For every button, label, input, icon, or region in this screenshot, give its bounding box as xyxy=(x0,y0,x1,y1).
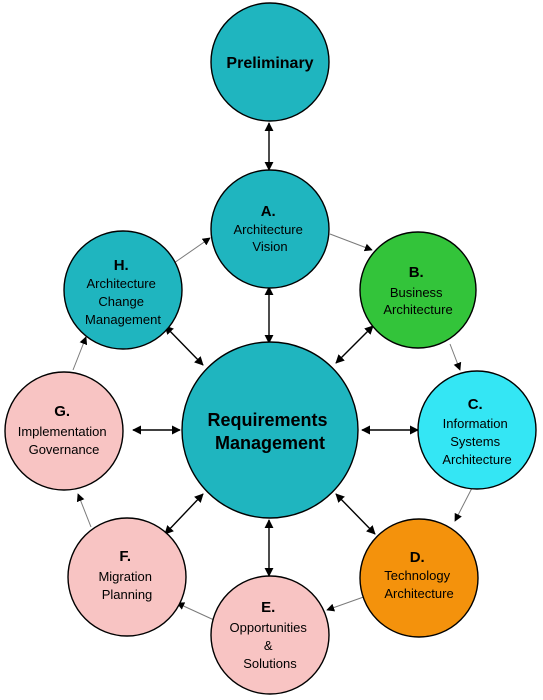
node-f-letter: F. xyxy=(119,548,131,565)
node-requirements-line-2: Management xyxy=(215,433,325,453)
node-g-line-2: Governance xyxy=(29,442,100,457)
node-preliminary: Preliminary xyxy=(210,2,330,122)
node-d-line-2: Architecture xyxy=(384,586,453,601)
node-e-line-1: Opportunities xyxy=(230,620,308,635)
connector-c-to-d xyxy=(454,487,473,522)
connector-f-to-g xyxy=(76,493,92,528)
node-h-line-3: Management xyxy=(85,312,161,327)
node-h-line-2: Change xyxy=(98,294,144,309)
node-h-line-1: Architecture xyxy=(87,276,156,291)
node-preliminary-label: Preliminary xyxy=(226,55,313,72)
node-g-letter: G. xyxy=(54,403,70,420)
requirements-arrows xyxy=(132,122,419,577)
node-e-opportunities-solutions: E. Opportunities & Solutions xyxy=(210,575,330,695)
svg-text:A. Architecture Vi: A. Architecture Vision xyxy=(234,203,307,254)
svg-text:E. Opportunities &: E. Opportunities & Solutions xyxy=(230,599,311,671)
svg-text:Preliminary: Preliminary xyxy=(226,55,313,72)
node-g-implementation-governance: G. Implementation Governance xyxy=(4,371,124,491)
node-requirements-line-1: Requirements xyxy=(207,410,327,430)
node-f-migration-planning: F. Migration Planning xyxy=(67,517,187,637)
svg-text:G. Implementation: G. Implementation Governance xyxy=(18,403,111,457)
connector-h-to-a xyxy=(173,237,211,264)
svg-text:D. Technology Arch: D. Technology Architecture xyxy=(384,549,453,601)
node-c-line-1: Information xyxy=(443,416,508,431)
node-c-line-3: Architecture xyxy=(442,452,511,467)
arrow-h-requirements xyxy=(164,325,204,366)
node-e-letter: E. xyxy=(261,599,275,616)
node-d-technology-architecture: D. Technology Architecture xyxy=(359,518,479,638)
node-f-line-1: Migration xyxy=(98,569,151,584)
node-c-line-2: Systems xyxy=(450,434,500,449)
node-g-line-1: Implementation xyxy=(18,424,107,439)
node-c-information-systems-architecture: C. Information Systems Architecture xyxy=(417,370,537,490)
node-a-line-2: Vision xyxy=(252,239,287,254)
node-requirements-management: Requirements Management xyxy=(181,341,359,519)
node-a-architecture-vision: A. Architecture Vision xyxy=(210,169,330,289)
node-d-line-1: Technology xyxy=(384,568,450,583)
node-f-line-2: Planning xyxy=(102,587,153,602)
node-d-letter: D. xyxy=(410,549,425,566)
connector-b-to-c xyxy=(449,343,462,371)
svg-text:Requirements Management: Requirements Management xyxy=(207,410,332,453)
svg-text:F. Migration Plann: F. Migration Planning xyxy=(98,548,155,602)
svg-text:B. Business Archit: B. Business Architecture xyxy=(383,264,452,317)
node-c-letter: C. xyxy=(468,396,483,413)
node-b-line-1: Business xyxy=(390,285,443,300)
node-b-business-architecture: B. Business Architecture xyxy=(359,231,477,349)
connector-e-to-f xyxy=(176,602,215,621)
node-a-line-1: Architecture xyxy=(234,222,303,237)
node-h-architecture-change-management: H. Architecture Change Management xyxy=(63,230,183,350)
node-e-line-2: & xyxy=(264,638,273,653)
svg-text:H. Architecture Ch: H. Architecture Change Management xyxy=(85,257,161,327)
node-h-letter: H. xyxy=(114,257,129,274)
arrow-f-requirements xyxy=(164,493,204,535)
connector-a-to-b xyxy=(329,233,373,252)
node-b-line-2: Architecture xyxy=(383,302,452,317)
node-b-letter: B. xyxy=(409,264,424,281)
node-a-letter: A. xyxy=(261,203,276,220)
connector-g-to-h xyxy=(72,336,88,371)
node-e-line-3: Solutions xyxy=(243,656,297,671)
svg-text:C. Information Sys: C. Information Systems Architecture xyxy=(442,396,511,467)
arrow-b-requirements xyxy=(335,325,374,364)
arrow-d-requirements xyxy=(335,493,376,535)
